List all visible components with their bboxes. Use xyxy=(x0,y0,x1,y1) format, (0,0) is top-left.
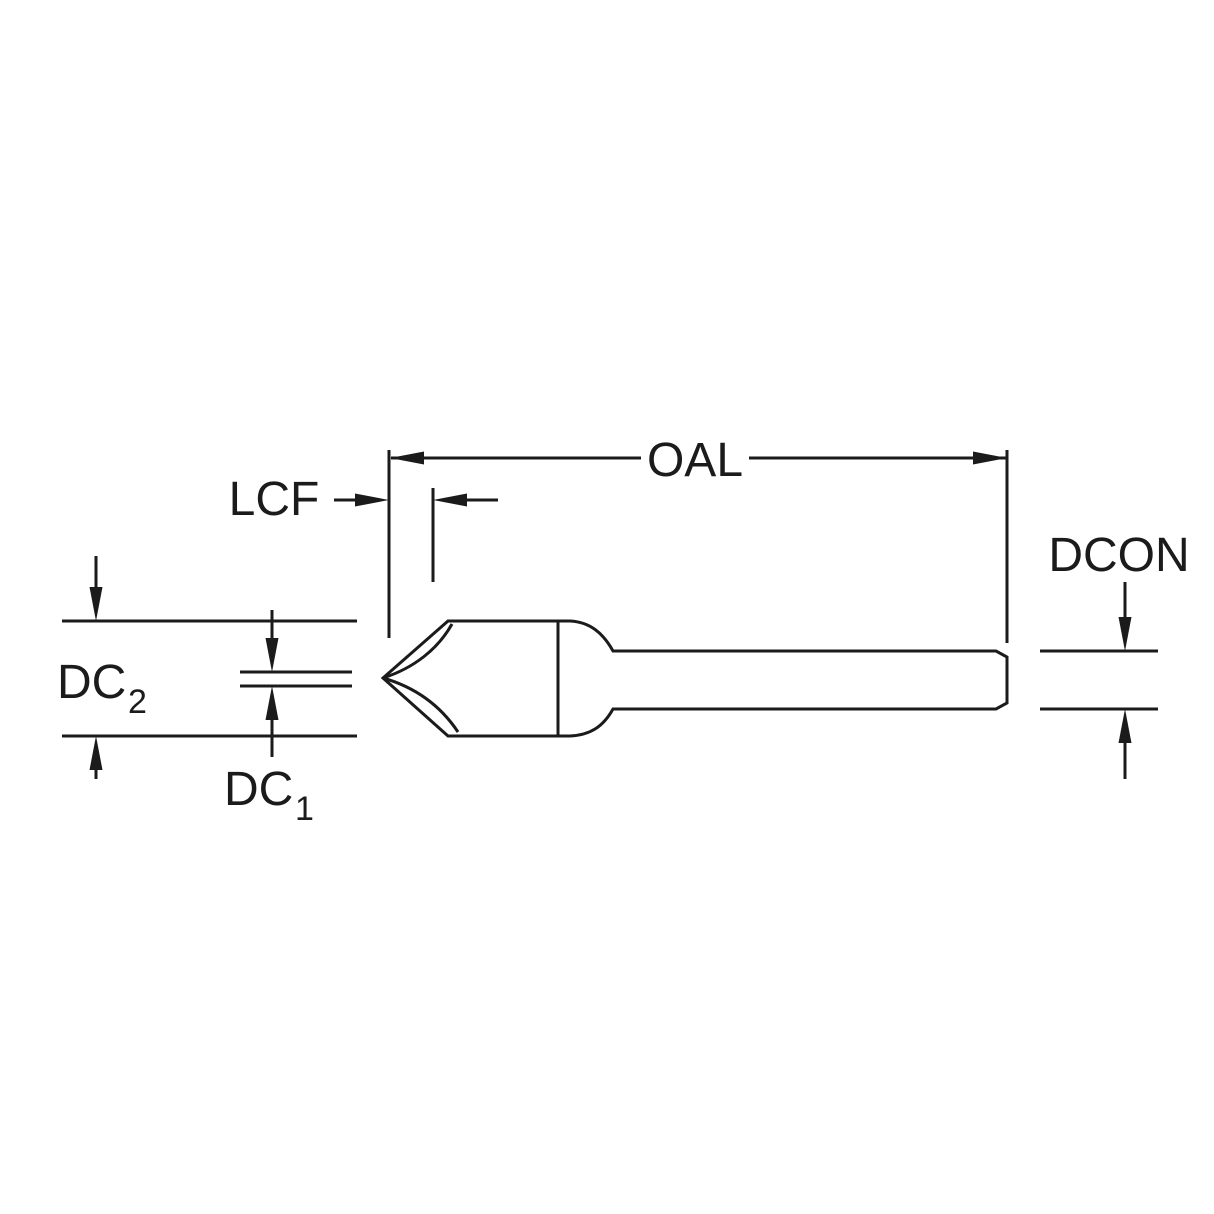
dcon-dimension: DCON xyxy=(1040,529,1190,779)
lower-flute-edge xyxy=(382,676,460,733)
lcf-label: LCF xyxy=(229,473,320,526)
dc1-dimension: DC 1 xyxy=(224,610,352,828)
dc2-dimension: DC 2 xyxy=(57,556,357,779)
dc1-label: DC xyxy=(224,763,293,816)
oal-label: OAL xyxy=(647,434,743,487)
dc1-arrow-bottom xyxy=(265,686,279,720)
tool-outline xyxy=(380,619,1009,738)
oal-arrow-left xyxy=(390,451,424,465)
dc2-subscript: 2 xyxy=(128,683,147,721)
dc2-arrow-top xyxy=(89,587,103,621)
dc1-arrow-top xyxy=(265,638,279,672)
dc2-arrow-bottom xyxy=(89,736,103,770)
lcf-arrow-right xyxy=(433,493,467,507)
oal-arrow-right xyxy=(973,451,1007,465)
lcf-dimension: LCF xyxy=(229,473,498,582)
upper-flute-edge xyxy=(382,623,454,680)
dc1-subscript: 1 xyxy=(295,790,314,828)
oal-dimension: OAL xyxy=(387,434,1009,643)
dcon-arrow-bottom xyxy=(1118,709,1132,743)
tool-body xyxy=(380,619,1009,738)
dc2-label: DC xyxy=(57,656,126,709)
lcf-arrow-left xyxy=(355,493,389,507)
dcon-label: DCON xyxy=(1048,529,1189,582)
dcon-arrow-top xyxy=(1118,617,1132,651)
